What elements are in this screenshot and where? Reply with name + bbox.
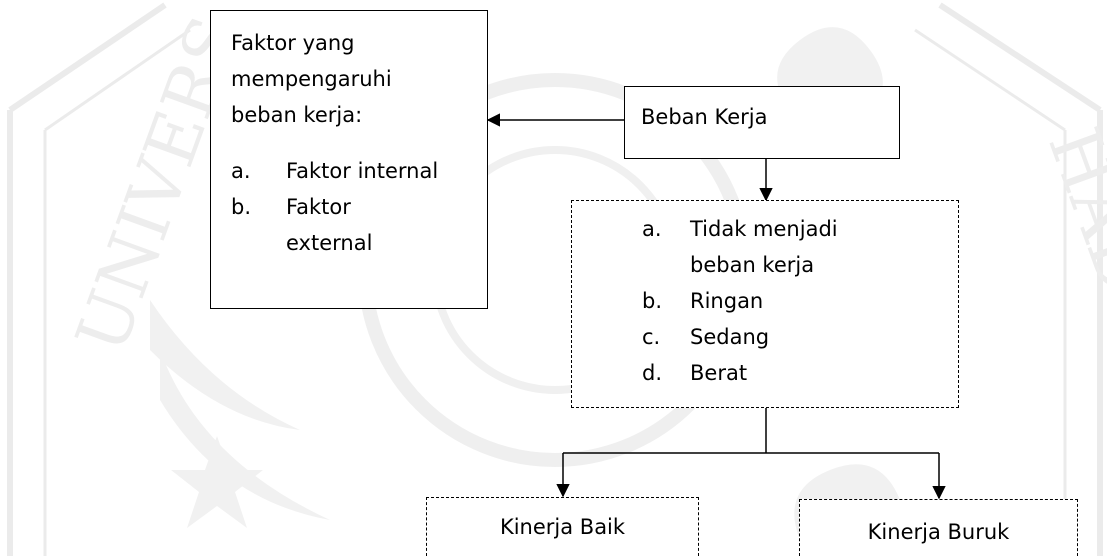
levels-box: a. Tidak menjadi beban kerja b. Ringan c… — [571, 200, 959, 408]
outcome-bad-label: Kinerja Buruk — [867, 520, 1010, 544]
watermark-wreath-icon — [150, 300, 330, 520]
outcome-good-label: Kinerja Baik — [499, 515, 626, 539]
workload-box: Beban Kerja — [624, 86, 900, 159]
list-item: d. Berat — [642, 355, 958, 391]
watermark-inner-frame — [43, 28, 1067, 556]
list-item: b. Ringan — [642, 283, 958, 319]
list-text: Tidak menjadi beban kerja — [690, 217, 838, 277]
list-item: b. Faktor external — [231, 189, 471, 261]
list-marker: a. — [642, 217, 662, 241]
list-marker: b. — [642, 289, 663, 313]
list-text: Berat — [690, 361, 748, 385]
list-item: a. Tidak menjadi beban kerja — [642, 211, 958, 283]
list-item: a. Faktor internal — [231, 153, 471, 189]
list-marker: d. — [642, 361, 663, 385]
list-marker: c. — [642, 325, 661, 349]
factors-box: Faktor yang mempengaruhi beban kerja: a.… — [210, 10, 488, 309]
list-marker: a. — [231, 159, 251, 183]
outcome-bad-box: Kinerja Buruk — [799, 499, 1078, 556]
list-text: Faktor internal — [286, 159, 439, 183]
list-item: c. Sedang — [642, 319, 958, 355]
levels-list: a. Tidak menjadi beban kerja b. Ringan c… — [642, 211, 958, 391]
list-marker: b. — [231, 195, 252, 219]
list-text: Faktor external — [286, 195, 373, 255]
list-text: Sedang — [690, 325, 770, 349]
list-text: Ringan — [690, 289, 764, 313]
workload-label: Beban Kerja — [641, 105, 768, 129]
watermark-outer-frame — [7, 2, 1103, 556]
watermark-star-icon — [171, 436, 263, 528]
factors-list: a. Faktor internal b. Faktor external — [231, 153, 471, 261]
factors-title: Faktor yang mempengaruhi beban kerja: — [231, 31, 392, 127]
outcome-good-box: Kinerja Baik — [426, 497, 699, 556]
